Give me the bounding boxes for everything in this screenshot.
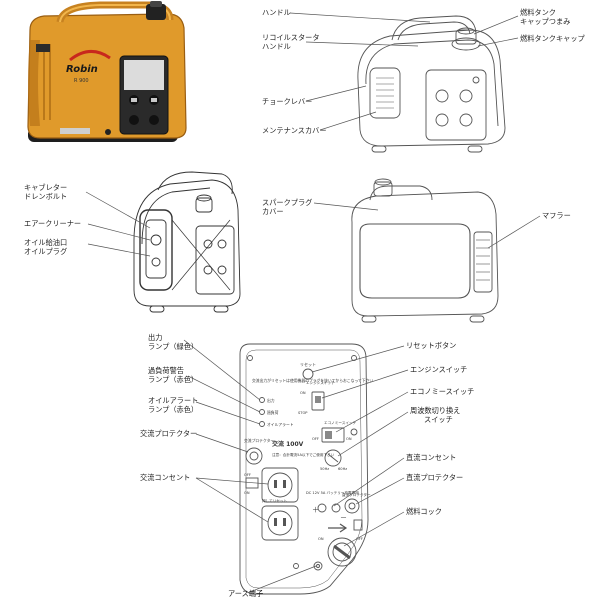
label-muffler: マフラー <box>542 211 571 220</box>
label-fuel-cock: 燃料コック <box>406 507 442 516</box>
panel-notice-text: 交流出力がリセットは使用機器のプラグを抜いてからおこなって下さい <box>252 378 373 383</box>
panel-ac-protector-text: 交流プロテクター <box>244 438 274 443</box>
panel-60hz-text: 60Hz <box>338 467 347 471</box>
label-fuel-tank-cap-knob: 燃料タンクキャップつまみ <box>520 8 571 26</box>
label-output-lamp: 出力ランプ（緑色） <box>148 333 199 351</box>
panel-engine-switch-text: エンジンスイッチ <box>306 380 335 385</box>
panel-ac-off-text: OFF <box>244 473 251 477</box>
panel-economy-text: エコノミースイッチ <box>324 420 357 425</box>
label-overload-lamp: 過負荷警告ランプ（赤色） <box>148 366 199 384</box>
panel-printed-text: 交流出力がリセットは使用機器のプラグを抜いてからおこなって下さい リセット エン… <box>244 362 373 541</box>
leader-lines <box>85 12 541 593</box>
generator-drawing-rear <box>351 178 499 323</box>
panel-dc-protector-text: 直流プロテクター <box>342 492 371 497</box>
panel-minus-text: － <box>340 514 347 522</box>
label-oil-alert-lamp: オイルアラートランプ（赤色） <box>148 396 199 414</box>
label-recoil-starter-handle: リコイルスタータハンドル <box>262 33 320 51</box>
label-fuel-tank-cap: 燃料タンクキャップ <box>520 34 585 43</box>
panel-reset-text: リセット <box>300 362 316 367</box>
label-spark-plug-cover: スパークプラグカバー <box>262 198 313 216</box>
label-maintenance-cover: メンテナンスカバー <box>262 126 327 135</box>
panel-overload-text: 過負荷 <box>267 410 279 415</box>
panel-fuel-off-text: OFF <box>356 537 363 541</box>
brand-logo-text: Robin <box>66 64 98 75</box>
panel-warning-text: 注意：合計電流5A以下でご使用下さい <box>272 452 335 457</box>
label-engine-switch: エンジンスイッチ <box>410 365 468 374</box>
panel-on-text: ON <box>300 391 306 395</box>
generator-drawing-open-side <box>133 171 241 313</box>
panel-plus-text: ＋ <box>312 506 319 514</box>
label-choke-lever: チョークレバー <box>262 97 313 106</box>
panel-eco-off-text: OFF <box>312 437 319 441</box>
label-ac-outlet: 交流コンセント <box>140 473 191 482</box>
label-oil-fill-plug: オイル給油口オイルプラグ <box>24 238 68 256</box>
panel-push-reset-text: 押してリセット <box>262 498 287 503</box>
panel-ac-100v-text: 交流 100V <box>272 440 304 448</box>
panel-oil-alert-text: オイルアラート <box>267 422 294 427</box>
panel-dc-spec-text: DC 12V 5A バッテリー充電専用 <box>306 490 359 495</box>
panel-eco-on-text: ON <box>346 437 352 441</box>
label-handle: ハンドル <box>262 8 291 17</box>
panel-fuel-on-text: ON <box>318 537 324 541</box>
model-text: R 900 <box>74 78 89 84</box>
panel-ac-on-text: ON <box>244 491 250 495</box>
label-economy-switch: エコノミースイッチ <box>410 387 475 396</box>
panel-50hz-text: 50Hz <box>320 467 329 471</box>
label-dc-outlet: 直流コンセント <box>406 453 457 462</box>
label-dc-protector: 直流プロテクター <box>406 473 464 482</box>
generator-photo: Robin R 900 <box>27 1 187 142</box>
label-ac-protector: 交流プロテクター <box>140 429 198 438</box>
panel-stop-text: STOP <box>298 411 308 415</box>
label-air-cleaner: エアークリーナー <box>24 219 82 228</box>
panel-output-text: 出力 <box>267 398 275 403</box>
label-frequency-switch: 周波数切り換えスイッチ <box>410 406 461 424</box>
label-reset-button: リセットボタン <box>406 341 457 350</box>
label-earth-terminal: アース端子 <box>228 589 264 598</box>
label-carburetor-drain-bolt: キャブレタードレンボルト <box>24 183 68 201</box>
generator-drawing-right-side <box>357 15 506 153</box>
